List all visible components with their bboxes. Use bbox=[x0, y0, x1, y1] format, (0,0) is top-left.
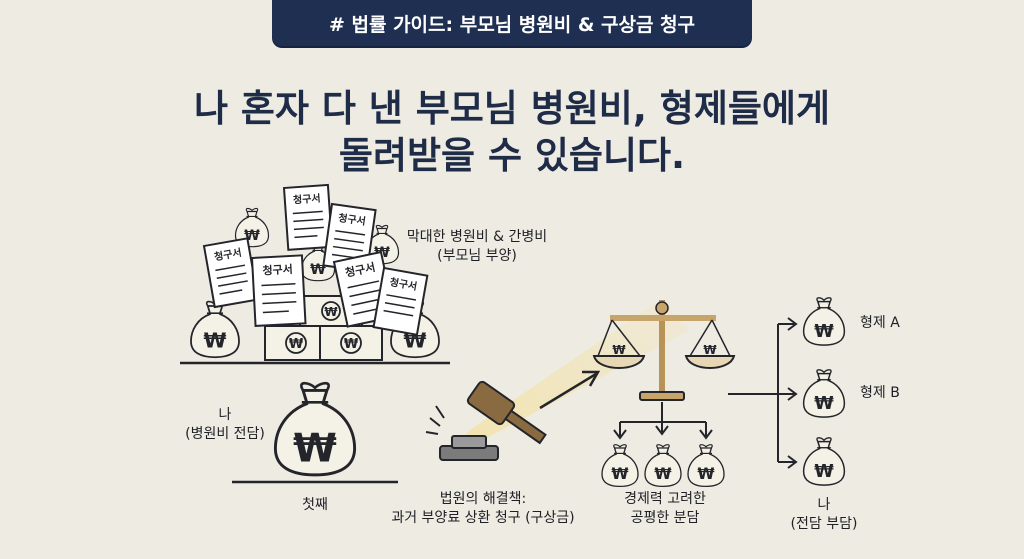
split-label-line1: 경제력 고려한 bbox=[624, 491, 706, 507]
svg-text:₩: ₩ bbox=[814, 322, 834, 342]
distribution-arrows bbox=[728, 317, 798, 469]
me-label-line1: 나 bbox=[218, 407, 232, 423]
money-bag-pile-3: ₩ bbox=[300, 241, 336, 282]
bill-paper-3: 청구서 bbox=[202, 237, 260, 309]
court-label: 법원의 해결책: 과거 부양료 상환 청구 (구상금) bbox=[378, 490, 588, 528]
me-final-label-line2: (전담 부담) bbox=[790, 516, 858, 532]
sibling-b-bag: ₩ bbox=[802, 369, 846, 418]
my-money-bag: ₩ bbox=[273, 381, 357, 477]
svg-text:₩: ₩ bbox=[697, 465, 714, 483]
svg-text:₩: ₩ bbox=[814, 394, 834, 414]
svg-text:₩: ₩ bbox=[324, 305, 338, 319]
bill-paper-4: 청구서 bbox=[250, 254, 307, 327]
step1-label: 첫째 bbox=[302, 497, 328, 513]
me-label: 나 (병원비 전담) bbox=[170, 406, 280, 444]
court-label-line1: 법원의 해결책: bbox=[439, 491, 527, 507]
split-label: 경제력 고려한 공평한 분담 bbox=[605, 490, 725, 528]
money-bag-pile-1: ₩ bbox=[190, 300, 240, 359]
me-final-label-line1: 나 bbox=[817, 497, 831, 513]
sibling-b-label: 형제 B bbox=[860, 385, 900, 401]
svg-text:₩: ₩ bbox=[404, 329, 427, 353]
cash-note-1: ₩ bbox=[264, 325, 328, 361]
split-label-line2: 공평한 분담 bbox=[630, 510, 700, 526]
bill-paper-1: 청구서 bbox=[282, 183, 334, 251]
headline-line-1: 나 혼자 다 낸 부모님 병원비, 형제들에게 bbox=[194, 87, 830, 130]
svg-text:청구서: 청구서 bbox=[262, 262, 293, 278]
svg-text:₩: ₩ bbox=[293, 426, 337, 472]
banner-text: # 법률 가이드: 부모님 병원비 & 구상금 청구 bbox=[328, 13, 696, 36]
svg-text:₩: ₩ bbox=[611, 465, 628, 483]
money-bag-pile-5: ₩ bbox=[390, 300, 440, 359]
sibling-a-bag: ₩ bbox=[802, 297, 846, 346]
svg-text:₩: ₩ bbox=[289, 337, 304, 352]
cash-note-2: ₩ bbox=[319, 325, 383, 361]
split-arrows bbox=[613, 402, 713, 440]
svg-text:₩: ₩ bbox=[703, 343, 717, 357]
svg-text:₩: ₩ bbox=[344, 337, 359, 352]
headline-line-2: 돌려받을 수 있습니다. bbox=[338, 134, 686, 177]
svg-text:청구서: 청구서 bbox=[337, 211, 366, 228]
split-bag-2: ₩ bbox=[644, 444, 682, 488]
svg-text:₩: ₩ bbox=[204, 329, 227, 353]
me-final-bag: ₩ bbox=[802, 437, 846, 486]
svg-text:₩: ₩ bbox=[814, 462, 834, 482]
svg-text:₩: ₩ bbox=[310, 262, 326, 278]
gavel-icon bbox=[425, 380, 547, 461]
sibling-a-label: 형제 A bbox=[860, 315, 900, 331]
arrow-to-scale-icon bbox=[539, 370, 601, 410]
svg-text:청구서: 청구서 bbox=[344, 260, 377, 280]
svg-text:₩: ₩ bbox=[654, 465, 671, 483]
scale-of-justice-icon: ₩ ₩ bbox=[592, 300, 736, 401]
guide-banner: # 법률 가이드: 부모님 병원비 & 구상금 청구 bbox=[272, 0, 752, 46]
court-label-line2: 과거 부양료 상환 청구 (구상금) bbox=[391, 510, 575, 526]
bills-label: 막대한 병원비 & 간병비 (부모님 부양) bbox=[402, 228, 552, 266]
bill-paper-6: 청구서 bbox=[372, 266, 429, 336]
me-label-line2: (병원비 전담) bbox=[185, 426, 265, 442]
bills-label-line2: (부모님 부양) bbox=[437, 248, 517, 264]
svg-text:청구서: 청구서 bbox=[293, 191, 321, 206]
split-bag-3: ₩ bbox=[687, 444, 725, 488]
bills-label-line1: 막대한 병원비 & 간병비 bbox=[406, 229, 548, 245]
svg-text:₩: ₩ bbox=[612, 343, 626, 357]
me-final-label: 나 (전담 부담) bbox=[772, 496, 876, 534]
split-bag-1: ₩ bbox=[601, 444, 639, 488]
